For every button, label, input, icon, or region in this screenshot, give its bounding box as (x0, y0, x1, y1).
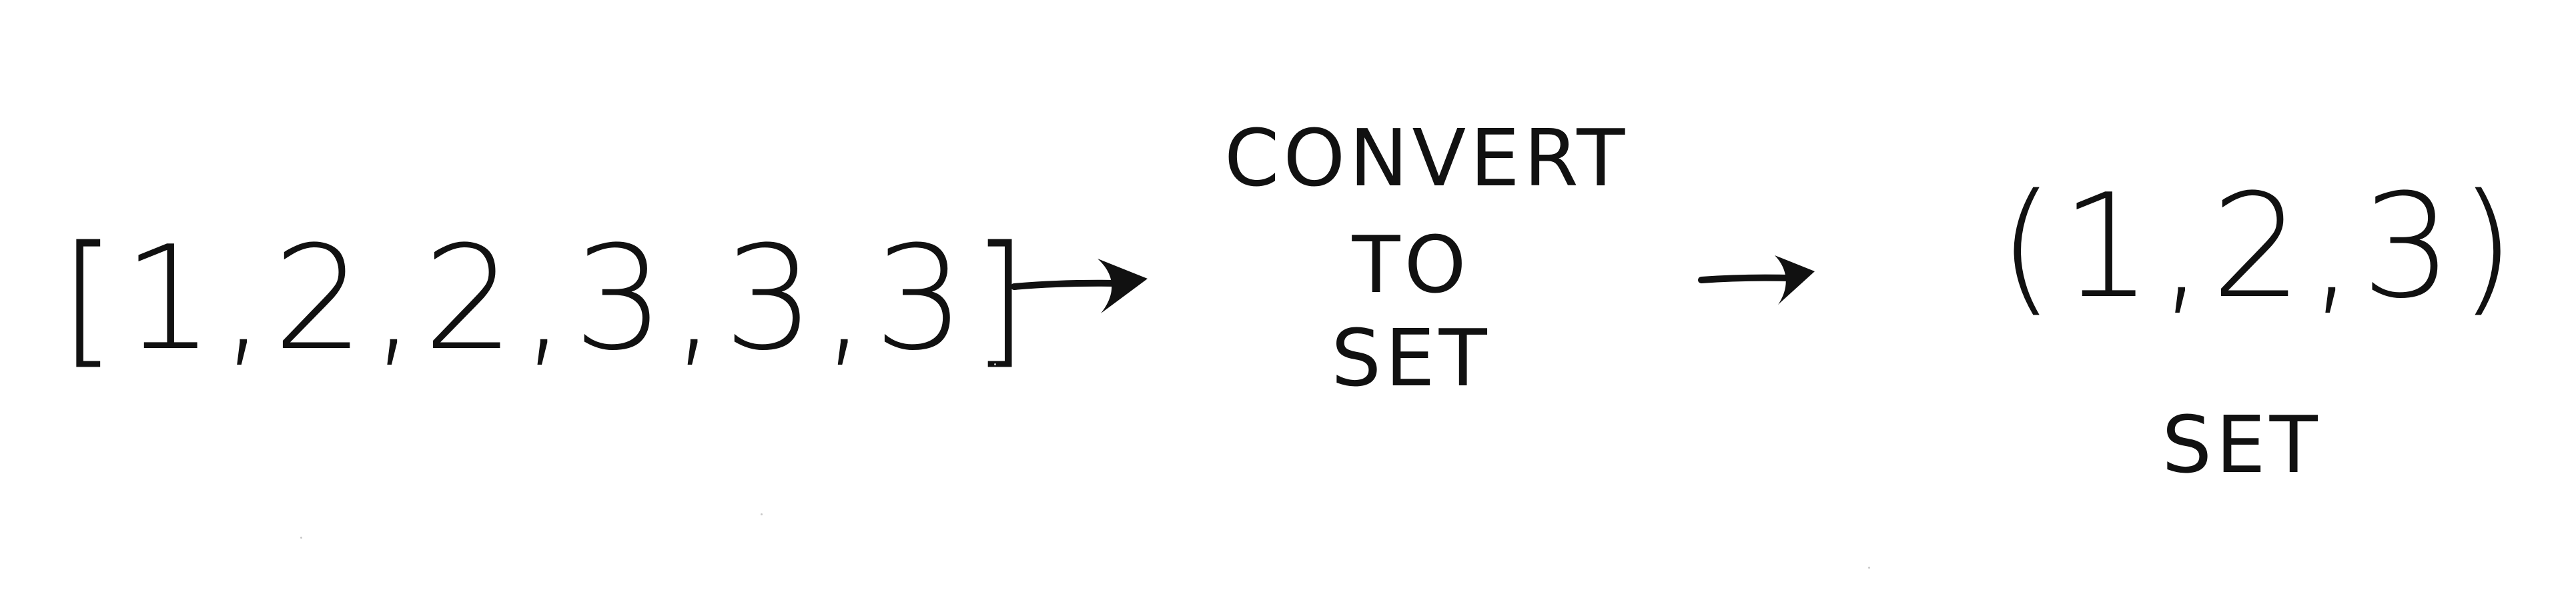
paper-speck (1868, 567, 1870, 569)
operation-line-convert: CONVERT (1224, 112, 1629, 204)
right-arrow-icon (1011, 259, 1148, 313)
output-set-label: SET (2162, 399, 2322, 491)
input-list: [1,2,2,3,3,3] (60, 215, 1035, 382)
right-arrow-icon (1698, 255, 1815, 305)
paper-speck (994, 363, 996, 365)
output-set: (1,2,3) (1998, 163, 2522, 330)
paper-speck (761, 513, 763, 515)
operation-line-set: SET (1331, 312, 1491, 404)
operation-line-to: TO (1352, 219, 1470, 311)
paper-speck (300, 537, 302, 539)
